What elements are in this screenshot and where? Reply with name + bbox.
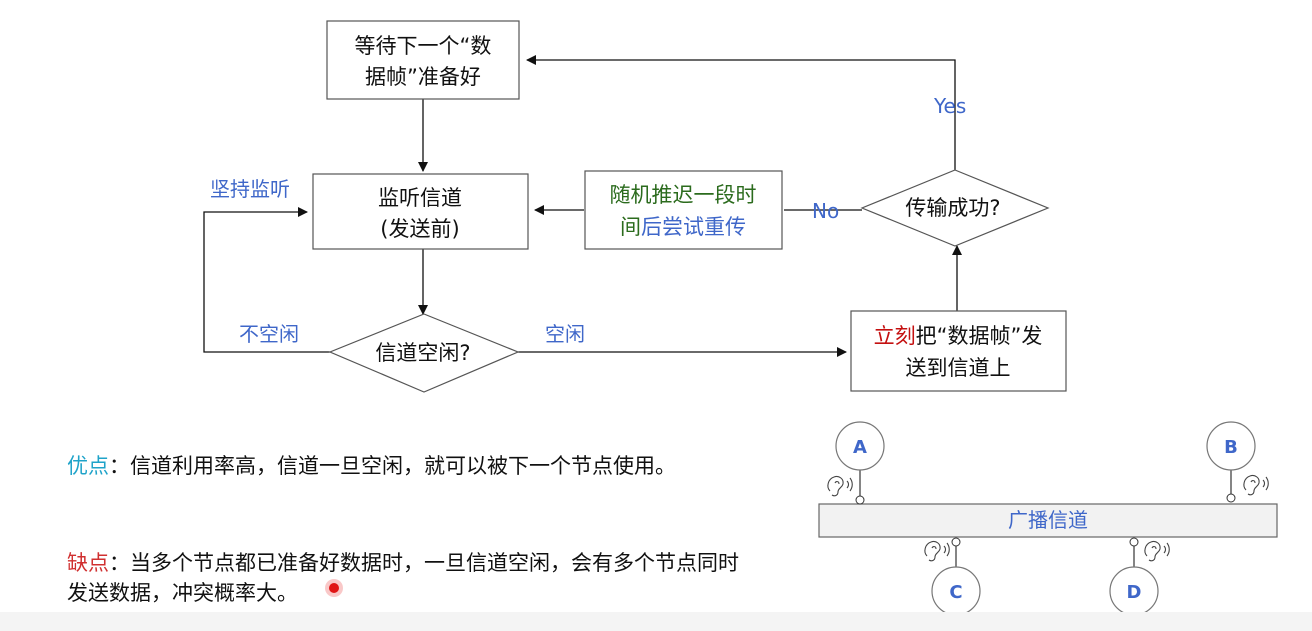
broadcast-channel-bar — [818, 503, 1278, 538]
flow-connectors — [203, 55, 962, 357]
node-d: D — [1109, 537, 1170, 616]
random-box-line2: 间后尝试重传 — [620, 215, 746, 239]
cons-text: 当多个节点都已准备好数据时，一旦信道空闲，会有多个节点同时发送数据，冲突概率大。 — [67, 551, 739, 605]
pros-paragraph: 优点：信道利用率高，信道一旦空闲，就可以被下一个节点使用。 — [67, 451, 747, 481]
send-box: 立刻把“数据帧”发 送到信道上 — [850, 310, 1067, 392]
label-idle: 空闲 — [545, 322, 585, 346]
arrow-yes-to-wait — [526, 55, 956, 170]
cons-title: 缺点 — [67, 551, 109, 575]
pros-title: 优点 — [67, 454, 109, 478]
label-yes: Yes — [933, 94, 966, 118]
cons-paragraph: 缺点：当多个节点都已准备好数据时，一旦信道空闲，会有多个节点同时发送数据，冲突概… — [67, 548, 747, 608]
node-b: B — [1206, 421, 1269, 503]
success-diamond: 传输成功? — [860, 169, 1050, 247]
node-a-label: A — [853, 437, 867, 458]
node-c: C — [924, 537, 981, 616]
node-d-label: D — [1127, 582, 1142, 603]
idle-diamond-text: 信道空闲? — [375, 341, 470, 365]
wait-box-line2: 据帧”准备好 — [365, 65, 481, 89]
ear-icon — [827, 475, 853, 497]
send-box-line1-rest: 把“数据帧”发 — [916, 324, 1043, 348]
broadcast-diagram: 广播信道 A B — [818, 421, 1278, 616]
wait-box-line1: 等待下一个“数 — [355, 34, 492, 58]
label-no: No — [812, 199, 839, 223]
random-box-line2-green: 间 — [620, 215, 641, 239]
label-not-idle: 不空闲 — [239, 322, 299, 346]
broadcast-channel-label: 广播信道 — [1008, 508, 1088, 532]
node-b-label: B — [1224, 437, 1238, 458]
idle-diamond: 信道空闲? — [328, 313, 520, 393]
listen-box: 监听信道 (发送前) — [312, 173, 529, 250]
send-box-line1: 立刻把“数据帧”发 — [874, 324, 1043, 348]
arrow-not-idle-loop — [203, 207, 330, 353]
ear-icon — [1243, 474, 1269, 496]
success-diamond-text: 传输成功? — [905, 196, 1000, 220]
pros-colon: ： — [109, 454, 130, 478]
wait-box: 等待下一个“数 据帧”准备好 — [326, 20, 520, 100]
cons-colon: ： — [109, 551, 130, 575]
random-box-line1: 随机推迟一段时 — [610, 183, 757, 207]
listen-box-line1: 监听信道 — [378, 186, 462, 210]
label-keep-listen: 坚持监听 — [210, 177, 290, 201]
node-c-label: C — [949, 582, 962, 603]
node-a: A — [827, 421, 885, 505]
ear-icon — [1144, 540, 1170, 562]
random-box-line2-blue: 后尝试重传 — [641, 215, 746, 239]
ear-icon — [924, 540, 950, 562]
bottom-bar — [0, 612, 1312, 631]
send-box-line1-red: 立刻 — [874, 324, 916, 348]
pros-text: 信道利用率高，信道一旦空闲，就可以被下一个节点使用。 — [130, 454, 676, 478]
listen-box-line2: (发送前) — [380, 217, 459, 241]
random-backoff-box: 随机推迟一段时 间后尝试重传 — [584, 170, 783, 250]
pointer-dot — [325, 579, 343, 597]
send-box-line2: 送到信道上 — [906, 356, 1011, 380]
